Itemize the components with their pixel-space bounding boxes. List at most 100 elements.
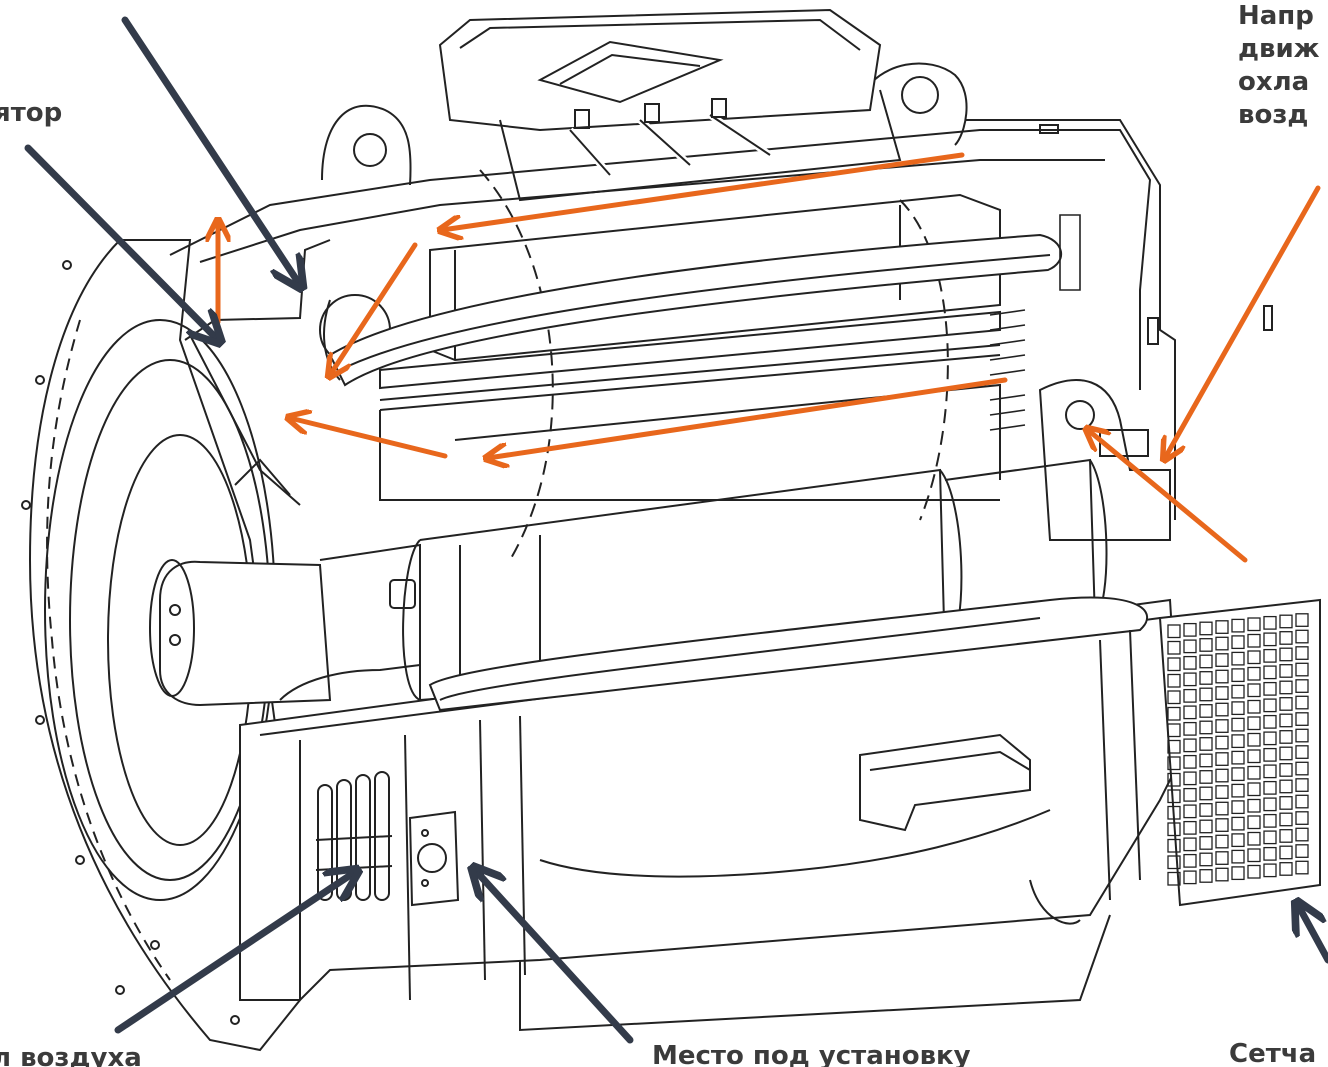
mesh-cell	[1231, 651, 1245, 666]
pointer-mesh	[1298, 905, 1328, 964]
mesh-cell	[1199, 770, 1213, 784]
mesh-cell	[1279, 763, 1293, 777]
mesh-cell	[1183, 672, 1197, 687]
mesh-cell	[1215, 735, 1229, 750]
mesh-cell	[1295, 629, 1309, 644]
mesh-cell	[1199, 737, 1213, 751]
mesh-cell	[1199, 687, 1213, 702]
mesh-cell	[1215, 636, 1229, 651]
mesh-cell	[1231, 866, 1245, 881]
mesh-cell	[1231, 767, 1245, 782]
mesh-cell	[1247, 699, 1261, 714]
mesh-cell	[1263, 714, 1277, 729]
mesh-cell	[1231, 734, 1245, 749]
airflow-direction-pointer	[1165, 185, 1321, 458]
mesh-cell	[1279, 730, 1293, 744]
mesh-cell	[1215, 719, 1229, 733]
mesh-cell	[1279, 664, 1293, 678]
mesh-cell	[1295, 761, 1309, 776]
mesh-cell	[1295, 679, 1309, 693]
mesh-cell	[1215, 752, 1229, 766]
mesh-cell	[1231, 618, 1245, 633]
label-airflow-direction-line: охла	[1238, 67, 1310, 97]
mesh-cell	[1167, 706, 1181, 721]
mesh-cell	[1263, 665, 1277, 680]
mesh-cell	[1295, 728, 1309, 743]
mesh-cell	[1183, 688, 1197, 703]
mesh-cell	[1199, 671, 1213, 685]
mesh-cell	[1167, 822, 1181, 837]
mesh-cell	[1167, 723, 1181, 738]
mesh-cell	[1279, 614, 1293, 629]
mesh-cell	[1295, 613, 1309, 627]
mesh-cell	[1279, 845, 1293, 860]
mesh-cell	[1231, 668, 1245, 683]
mesh-cell	[1215, 620, 1229, 634]
mesh-cell	[1183, 837, 1197, 852]
mesh-cell	[1215, 669, 1229, 684]
pointer-top-left	[121, 16, 300, 285]
mesh-cell	[1263, 681, 1277, 696]
mesh-cell	[1263, 830, 1277, 845]
label-airflow-direction-line: движ	[1238, 34, 1320, 64]
mesh-cell	[1247, 666, 1261, 681]
mesh-cell	[1279, 647, 1293, 662]
pointer-fan	[24, 144, 218, 340]
mesh-cell	[1247, 765, 1261, 780]
mesh-cell	[1183, 721, 1197, 736]
mesh-cell	[1263, 615, 1277, 630]
mesh-cell	[1231, 750, 1245, 765]
mesh-cell	[1167, 871, 1181, 886]
mesh-cell	[1183, 804, 1197, 819]
mesh-cell	[1199, 654, 1213, 669]
mesh-cell	[1215, 653, 1229, 667]
mesh-cell	[1167, 690, 1181, 705]
mesh-cell	[1247, 864, 1261, 879]
mesh-cell	[1215, 785, 1229, 799]
mesh-cell	[1231, 833, 1245, 848]
mesh-cell	[1247, 633, 1261, 648]
mesh-cell	[1231, 635, 1245, 650]
mesh-cell	[1263, 747, 1277, 762]
mesh-cell	[1263, 863, 1277, 878]
mesh-cell	[1183, 639, 1197, 654]
mesh-cell	[1183, 787, 1197, 802]
mesh-cell	[1215, 818, 1229, 832]
mesh-cell	[1167, 789, 1181, 804]
mesh-cell	[1167, 838, 1181, 853]
mesh-cell	[1215, 768, 1229, 783]
mesh-cell	[1295, 860, 1309, 875]
mesh-cell	[1199, 852, 1213, 867]
mesh-cell	[1247, 831, 1261, 846]
mesh-cell	[1279, 812, 1293, 827]
mesh-cell	[1167, 624, 1181, 639]
mesh-cell	[1279, 779, 1293, 794]
mesh-cell	[1167, 855, 1181, 870]
mesh-cell	[1279, 680, 1293, 695]
mesh-cell	[1167, 756, 1181, 771]
mesh-cell	[1199, 704, 1213, 718]
mesh-cell	[1263, 648, 1277, 663]
mesh-cell	[1231, 849, 1245, 864]
mesh-cell	[1295, 695, 1309, 710]
airflow-arrow-top	[442, 152, 965, 230]
mesh-cell	[1183, 705, 1197, 720]
mesh-cell	[1279, 862, 1293, 876]
mesh-cell	[1199, 803, 1213, 817]
label-mesh: Сетча	[1229, 1039, 1317, 1067]
mesh-cell	[1231, 717, 1245, 732]
mesh-cell	[1279, 796, 1293, 810]
mesh-cell	[1231, 800, 1245, 815]
mesh-cell	[1183, 622, 1197, 637]
mesh-cell	[1295, 794, 1309, 809]
mesh-cell	[1247, 732, 1261, 747]
mesh-cell	[1215, 801, 1229, 816]
mesh-cell	[1279, 697, 1293, 711]
mesh-cell	[1263, 780, 1277, 795]
mesh-cell	[1247, 798, 1261, 813]
airflow-arrow-down-diagonal	[330, 242, 418, 375]
mesh-cell	[1295, 646, 1309, 660]
mesh-cell	[1183, 754, 1197, 769]
mesh-cell	[1295, 811, 1309, 825]
